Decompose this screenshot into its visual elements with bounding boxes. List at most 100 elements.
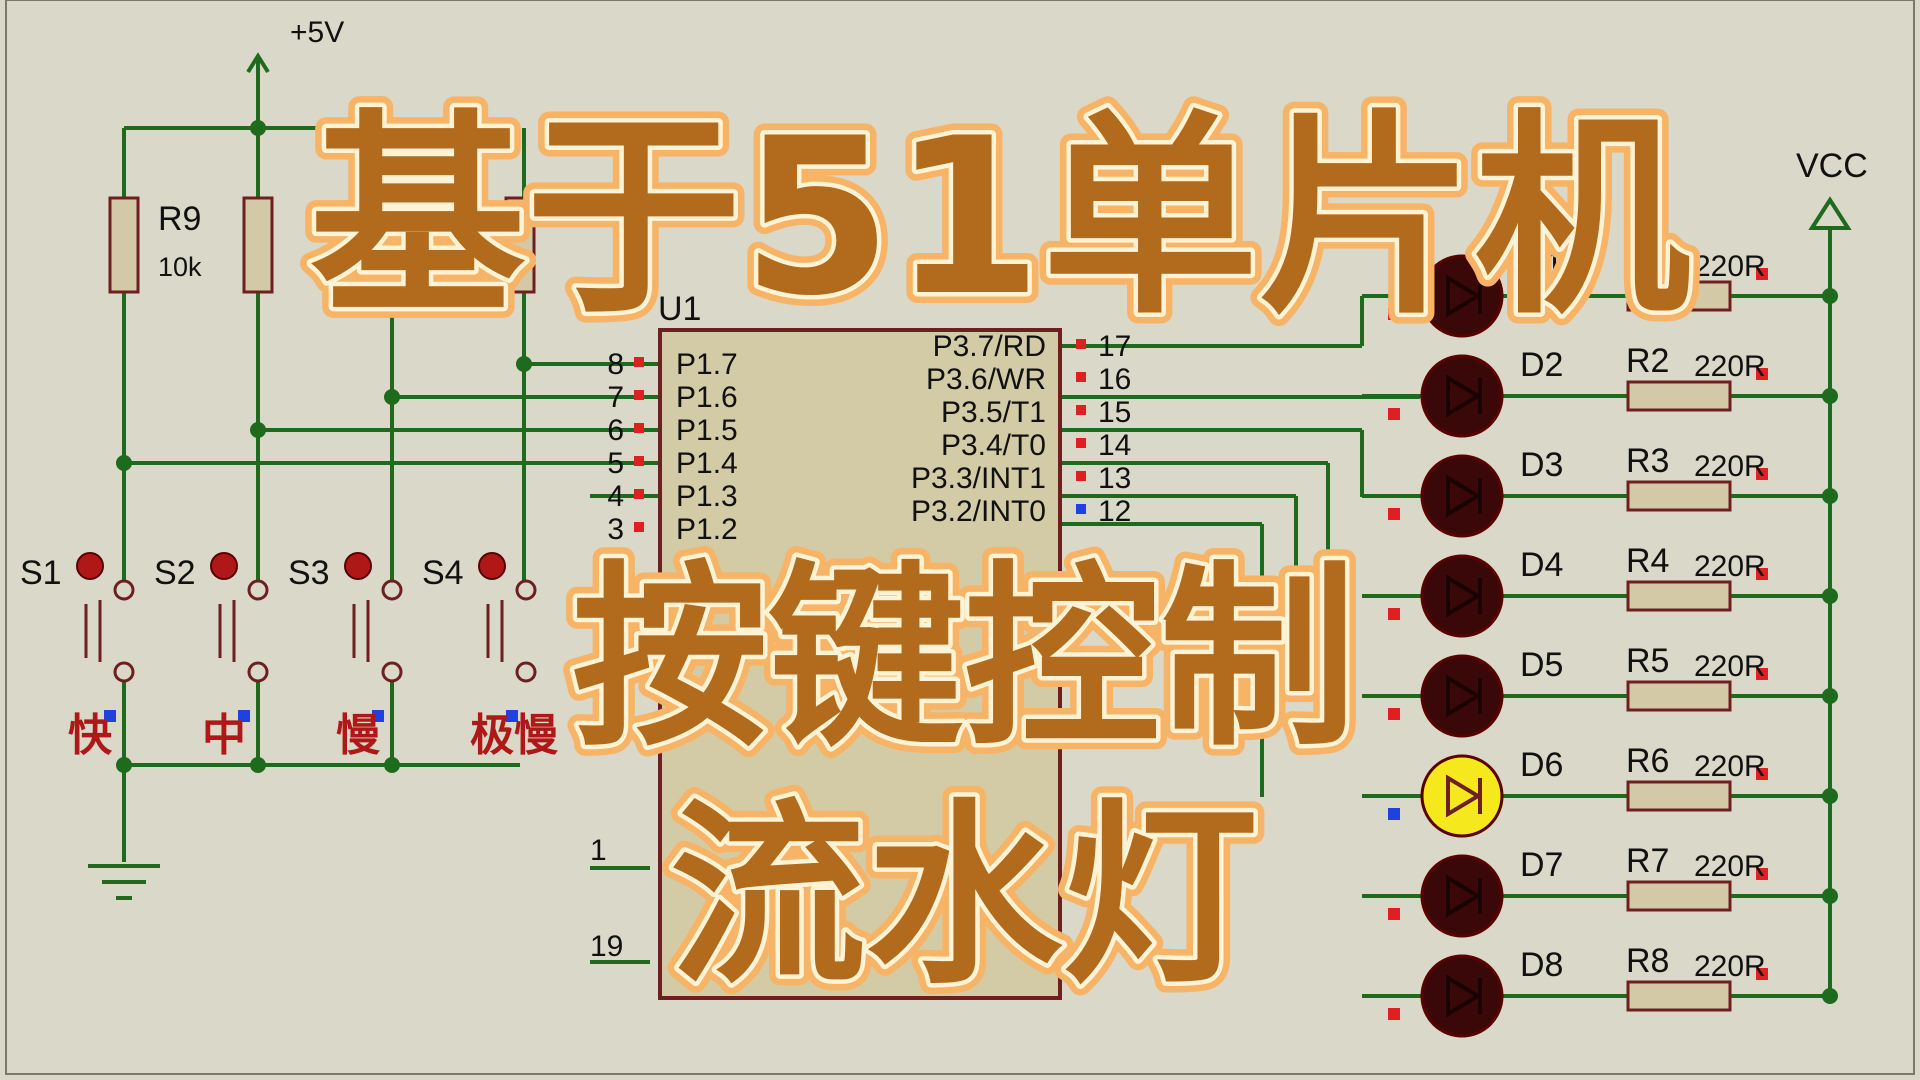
pin-marker <box>1756 468 1768 480</box>
probe-marker <box>506 710 518 722</box>
button-probe-icon <box>210 552 238 580</box>
probe-marker <box>1388 1008 1400 1020</box>
junction <box>1822 888 1838 904</box>
led-icon <box>1420 554 1504 638</box>
pin-marker <box>1076 405 1086 415</box>
vcc-terminal: VCC <box>1796 147 1868 230</box>
diode-symbol <box>1446 374 1482 418</box>
title-line-2-face: 按键控制 <box>572 545 1356 773</box>
led-icon <box>1420 654 1504 738</box>
series-resistor <box>1626 980 1732 1012</box>
diode-symbol <box>1446 274 1482 318</box>
junction <box>1822 488 1838 504</box>
title-line-1: 基于51单片机 <box>310 92 1691 343</box>
pin-number: 15 <box>1098 396 1131 429</box>
resistor-value: 220R <box>1694 750 1766 783</box>
mcu-pin-right: 15 P3.5/T1 <box>941 396 1131 429</box>
probe-marker <box>1388 908 1400 920</box>
diode-name: D3 <box>1520 446 1563 484</box>
diode-name: D8 <box>1520 946 1563 984</box>
resistor-name: R3 <box>1626 442 1669 480</box>
diode-name: D6 <box>1520 746 1563 784</box>
mcu-right-pins: 17P3.7/RD16P3.6/WR15P3.5/T114P3.4/T013P3… <box>911 330 1131 528</box>
pin-name: P1.6 <box>676 381 738 414</box>
resistor-name: R4 <box>1626 542 1669 580</box>
switch-name: S1 <box>20 554 62 592</box>
pin-marker <box>634 456 644 466</box>
diode-symbol <box>1446 574 1482 618</box>
pin-marker <box>634 357 644 367</box>
series-resistor <box>1626 380 1732 412</box>
pin-marker <box>1756 268 1768 280</box>
probe-marker <box>1388 308 1400 320</box>
switch-name: S2 <box>154 554 196 592</box>
button-probe-icon <box>478 552 506 580</box>
pin-marker <box>1076 372 1086 382</box>
led-icon <box>1420 454 1504 538</box>
probe-marker <box>104 710 116 722</box>
pin-name: P1.3 <box>676 480 738 513</box>
led-icon <box>1420 854 1504 938</box>
diode-name: D2 <box>1520 346 1563 384</box>
junction <box>1822 788 1838 804</box>
pin-marker <box>634 522 644 532</box>
button-probe-icon <box>344 552 372 580</box>
title-line-2: 按键控制 <box>572 545 1356 773</box>
switch-speed-label: 慢 <box>336 710 381 761</box>
diode-symbol <box>1446 474 1482 518</box>
switch-contact <box>113 661 135 683</box>
push-button-2: S2中 <box>154 552 269 761</box>
title-line-3: 流水灯 <box>670 783 1258 1011</box>
led-icon <box>1420 254 1504 338</box>
led-icon <box>1420 354 1504 438</box>
pullup-value: 10k <box>158 252 202 282</box>
pin-marker <box>1756 868 1768 880</box>
series-resistor <box>1626 480 1732 512</box>
probe-marker <box>238 710 250 722</box>
resistor-value: 220R <box>1694 350 1766 383</box>
resistor-value: 220R <box>1694 950 1766 983</box>
mcu-lower-pin-2: 19 <box>590 930 623 963</box>
pin-marker <box>1756 768 1768 780</box>
pin-marker <box>1756 968 1768 980</box>
diode-symbol <box>1446 674 1482 718</box>
switch-plunger <box>218 600 236 662</box>
pin-marker <box>1076 504 1086 514</box>
pin-name: P3.2/INT0 <box>911 495 1046 528</box>
switch-name: S4 <box>422 554 464 592</box>
sheet-border <box>5 0 1915 1075</box>
switch-name: S3 <box>288 554 330 592</box>
plus5v-terminal: +5V <box>246 16 344 74</box>
mcu-lower-pin-1: 1 <box>590 834 607 867</box>
probe-marker <box>1388 608 1400 620</box>
series-resistor <box>1626 680 1732 712</box>
pin-name: P3.5/T1 <box>941 396 1046 429</box>
diode-symbol <box>1446 774 1482 818</box>
switch-speed-label: 快 <box>68 710 113 761</box>
resistor-value: 220R <box>1694 650 1766 683</box>
junction <box>1822 388 1838 404</box>
led-icon <box>1420 954 1504 1038</box>
switch-plunger <box>486 600 504 662</box>
pin-number: 14 <box>1098 429 1131 462</box>
resistor-name: R5 <box>1626 642 1669 680</box>
pin-number: 17 <box>1098 330 1131 363</box>
switch-plunger <box>84 600 102 662</box>
switch-contact <box>247 579 269 601</box>
junction <box>1822 988 1838 1004</box>
switch-contact <box>515 579 537 601</box>
pin-marker <box>1076 471 1086 481</box>
pin-marker <box>1076 438 1086 448</box>
